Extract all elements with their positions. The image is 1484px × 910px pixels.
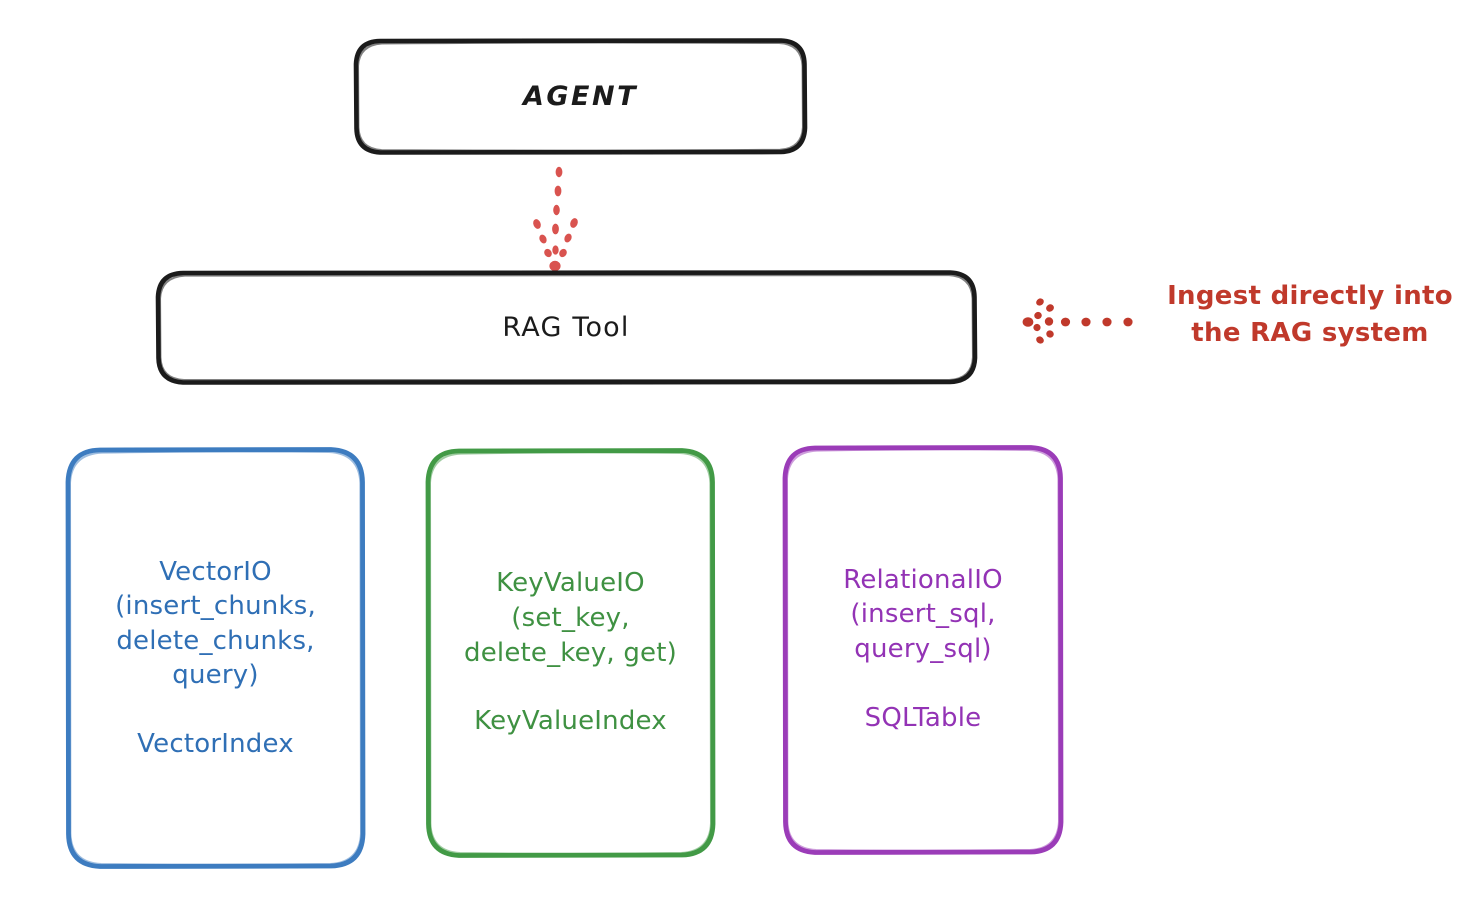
key-value-io-box-outline — [425, 448, 716, 858]
agent-to-rag-arrow — [533, 166, 578, 272]
relational-io-box-outline — [782, 445, 1064, 855]
node-vector-io-label-primary: VectorIO (insert_chunks, delete_chunks, … — [115, 556, 316, 691]
vector-io-box-outline — [65, 447, 366, 869]
node-relational-io[interactable]: RelationalIO (insert_sql, query_sql) SQL… — [785, 447, 1061, 851]
node-key-value-io-label-secondary: KeyValueIndex — [474, 706, 667, 737]
node-relational-io-label-secondary: SQLTable — [864, 702, 982, 733]
node-key-value-io[interactable]: KeyValueIO (set_key, delete_key, get) Ke… — [428, 450, 713, 855]
node-rag-tool-label: RAG Tool — [502, 311, 630, 343]
agent-box-outline — [353, 38, 808, 155]
node-agent[interactable]: AGENT — [356, 40, 805, 153]
node-vector-io-label-secondary: VectorIndex — [137, 728, 294, 759]
node-relational-io-label-primary: RelationalIO (insert_sql, query_sql) — [843, 564, 1003, 664]
node-key-value-io-label-primary: KeyValueIO (set_key, delete_key, get) — [464, 568, 677, 668]
node-rag-tool[interactable]: RAG Tool — [157, 272, 975, 383]
rag-tool-box-outline — [155, 270, 978, 385]
ingest-annotation-text: Ingest directly into the RAG system — [1167, 281, 1453, 348]
node-agent-label: AGENT — [522, 80, 638, 112]
ingest-arrow — [1022, 298, 1133, 344]
node-vector-io[interactable]: VectorIO (insert_chunks, delete_chunks, … — [68, 449, 363, 867]
